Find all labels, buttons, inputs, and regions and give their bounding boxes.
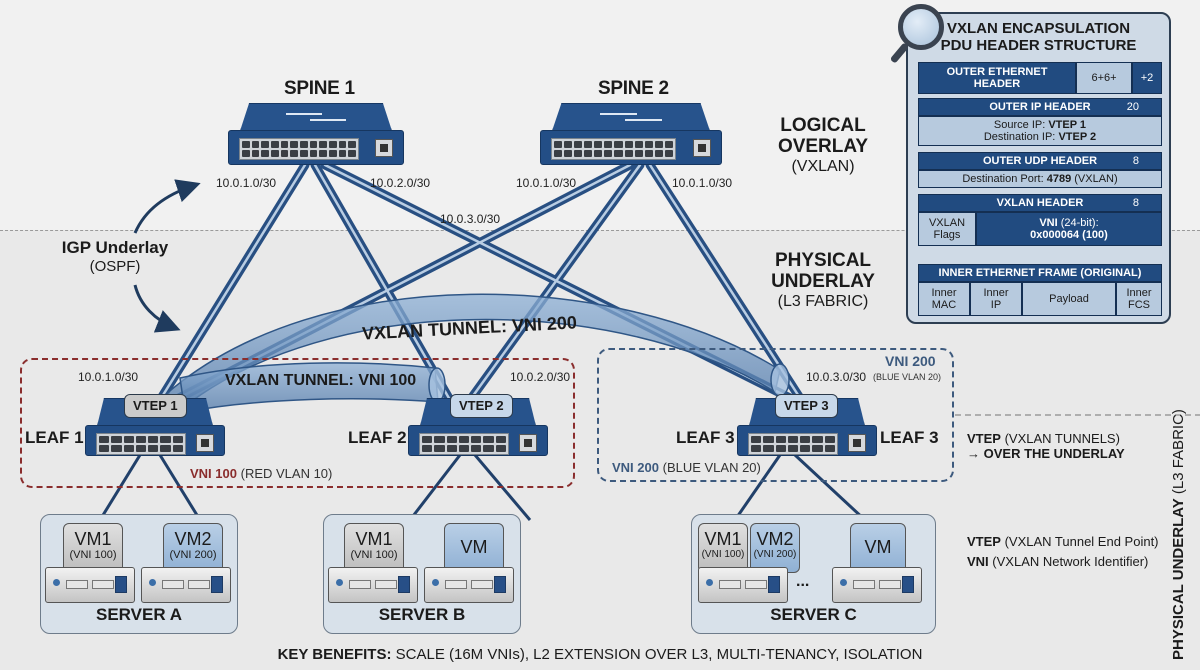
server-b-label: SERVER B — [378, 605, 466, 624]
magnifier-icon — [898, 4, 944, 50]
outer-ip-detail: Source IP: VTEP 1 Destination IP: VTEP 2 — [918, 116, 1162, 146]
console-port-icon — [848, 434, 866, 452]
console-port-icon — [519, 434, 537, 452]
server-a-label: SERVER A — [96, 605, 182, 624]
igp-arrow-down — [133, 284, 181, 333]
vm-card[interactable]: VM — [444, 523, 504, 573]
spine-2-ip-right: 10.0.1.0/30 — [672, 176, 733, 190]
vm-card[interactable]: VM2(VNI 200) — [163, 523, 223, 573]
logical-overlay-label: LOGICAL OVERLAY (VXLAN) — [777, 115, 869, 175]
leaf-3-label: LEAF 3 — [676, 428, 735, 447]
zone-vni-100 — [20, 358, 575, 488]
leaf-1-switch[interactable] — [85, 398, 225, 456]
more-servers-ellipsis: ... — [796, 573, 810, 590]
spine-2-switch[interactable] — [540, 103, 722, 165]
console-port-icon — [196, 434, 214, 452]
overlay-underlay-divider — [0, 230, 1200, 231]
vtep-3-badge[interactable]: VTEP 3 — [775, 394, 838, 418]
legend-vtep-tunnels: VTEP (VXLAN TUNNELS) — [967, 431, 1120, 446]
server-chassis-icon — [424, 567, 514, 603]
inner-frame-cells: Inner MAC Inner IP Payload Inner FCS — [918, 282, 1162, 316]
inner-frame-header-row: INNER ETHERNET FRAME (ORIGINAL) — [918, 264, 1162, 282]
legend-vtep-definition: VTEP (VXLAN Tunnel End Point) — [967, 534, 1159, 549]
spine-1-switch[interactable] — [228, 103, 404, 165]
vtep-1-badge[interactable]: VTEP 1 — [124, 394, 187, 418]
igp-arrow-up — [133, 179, 201, 234]
zone-vni-100-caption: VNI 100 (RED VLAN 10) — [190, 466, 333, 481]
server-chassis-icon — [141, 567, 231, 603]
port-bank — [551, 138, 676, 160]
server-c-label: SERVER C — [770, 605, 857, 624]
port-bank — [748, 433, 838, 455]
server-chassis-icon — [45, 567, 135, 603]
zone-vni-200-caption: VNI 200 (BLUE VLAN 20) — [612, 460, 761, 475]
vm-card[interactable]: VM2(VNI 200) — [750, 523, 800, 573]
server-a[interactable]: VM1(VNI 100) VM2(VNI 200) SERVER A — [40, 514, 238, 634]
igp-underlay-label: IGP Underlay (OSPF) — [61, 238, 169, 275]
spine-2-ip-left: 10.0.1.0/30 — [516, 176, 577, 190]
leaf-3-label-right: LEAF 3 — [880, 428, 939, 447]
pdu-header-panel: VXLAN ENCAPSULATION PDU HEADER STRUCTURE… — [906, 12, 1171, 324]
vm-card[interactable]: VM1(VNI 100) — [344, 523, 404, 573]
leaf-2-label: LEAF 2 — [348, 428, 407, 447]
server-chassis-icon — [832, 567, 922, 603]
spine-1-ip-right: 10.0.2.0/30 — [370, 176, 431, 190]
leaf-3-ip: 10.0.3.0/30 — [806, 370, 867, 384]
leaf-1-ip: 10.0.1.0/30 — [78, 370, 139, 384]
vxlan-detail: VXLAN Flags VNI (24-bit): 0x000064 (100) — [918, 212, 1162, 246]
pdu-title: VXLAN ENCAPSULATION PDU HEADER STRUCTURE — [940, 20, 1137, 54]
server-b[interactable]: VM1(VNI 100) VM SERVER B — [323, 514, 521, 634]
legend-over-underlay: → OVER THE UNDERLAY — [967, 446, 1125, 461]
leaf-2-ip: 10.0.2.0/30 — [510, 370, 571, 384]
spine-mid-ip: 10.0.3.0/30 — [440, 212, 501, 226]
console-port-icon — [693, 139, 711, 157]
spine-1-label: SPINE 1 — [284, 78, 355, 99]
vtep-2-badge[interactable]: VTEP 2 — [450, 394, 513, 418]
server-c[interactable]: VM1(VNI 100) VM2(VNI 200) VM ... SERVER … — [691, 514, 936, 634]
outer-ethernet-row: OUTER ETHERNET HEADER 6+6+ +2 — [918, 62, 1162, 94]
vm-card[interactable]: VM1(VNI 100) — [698, 523, 748, 573]
vm-card[interactable]: VM — [850, 523, 906, 573]
tunnel-vni-100-label: VXLAN TUNNEL: VNI 100 — [225, 372, 417, 389]
console-port-icon — [375, 139, 393, 157]
physical-underlay-label: PHYSICAL UNDERLAY (L3 FABRIC) — [771, 250, 875, 310]
spine-2-label: SPINE 2 — [598, 78, 669, 99]
zone-vni-200-top: VNI 200 — [885, 353, 936, 369]
leaf-1-label: LEAF 1 — [25, 428, 84, 447]
spine-1-ip-left: 10.0.1.0/30 — [216, 176, 277, 190]
zone-vni-200 — [597, 348, 954, 482]
vertical-underlay-label: PHYSICAL UNDERLAY (L3 FABRIC) — [1170, 409, 1187, 660]
legend-vni-definition: VNI (VXLAN Network Identifier) — [967, 554, 1149, 569]
server-chassis-icon — [328, 567, 418, 603]
key-benefits: KEY BENEFITS: SCALE (16M VNIs), L2 EXTEN… — [277, 646, 923, 663]
zone-vni-200-top-desc: (BLUE VLAN 20) — [873, 372, 942, 382]
port-bank — [419, 433, 509, 455]
port-bank — [96, 433, 186, 455]
vm-card[interactable]: VM1(VNI 100) — [63, 523, 123, 573]
outer-udp-detail: Destination Port: 4789 (VXLAN) — [918, 170, 1162, 188]
server-chassis-icon — [698, 567, 788, 603]
port-bank — [239, 138, 359, 160]
